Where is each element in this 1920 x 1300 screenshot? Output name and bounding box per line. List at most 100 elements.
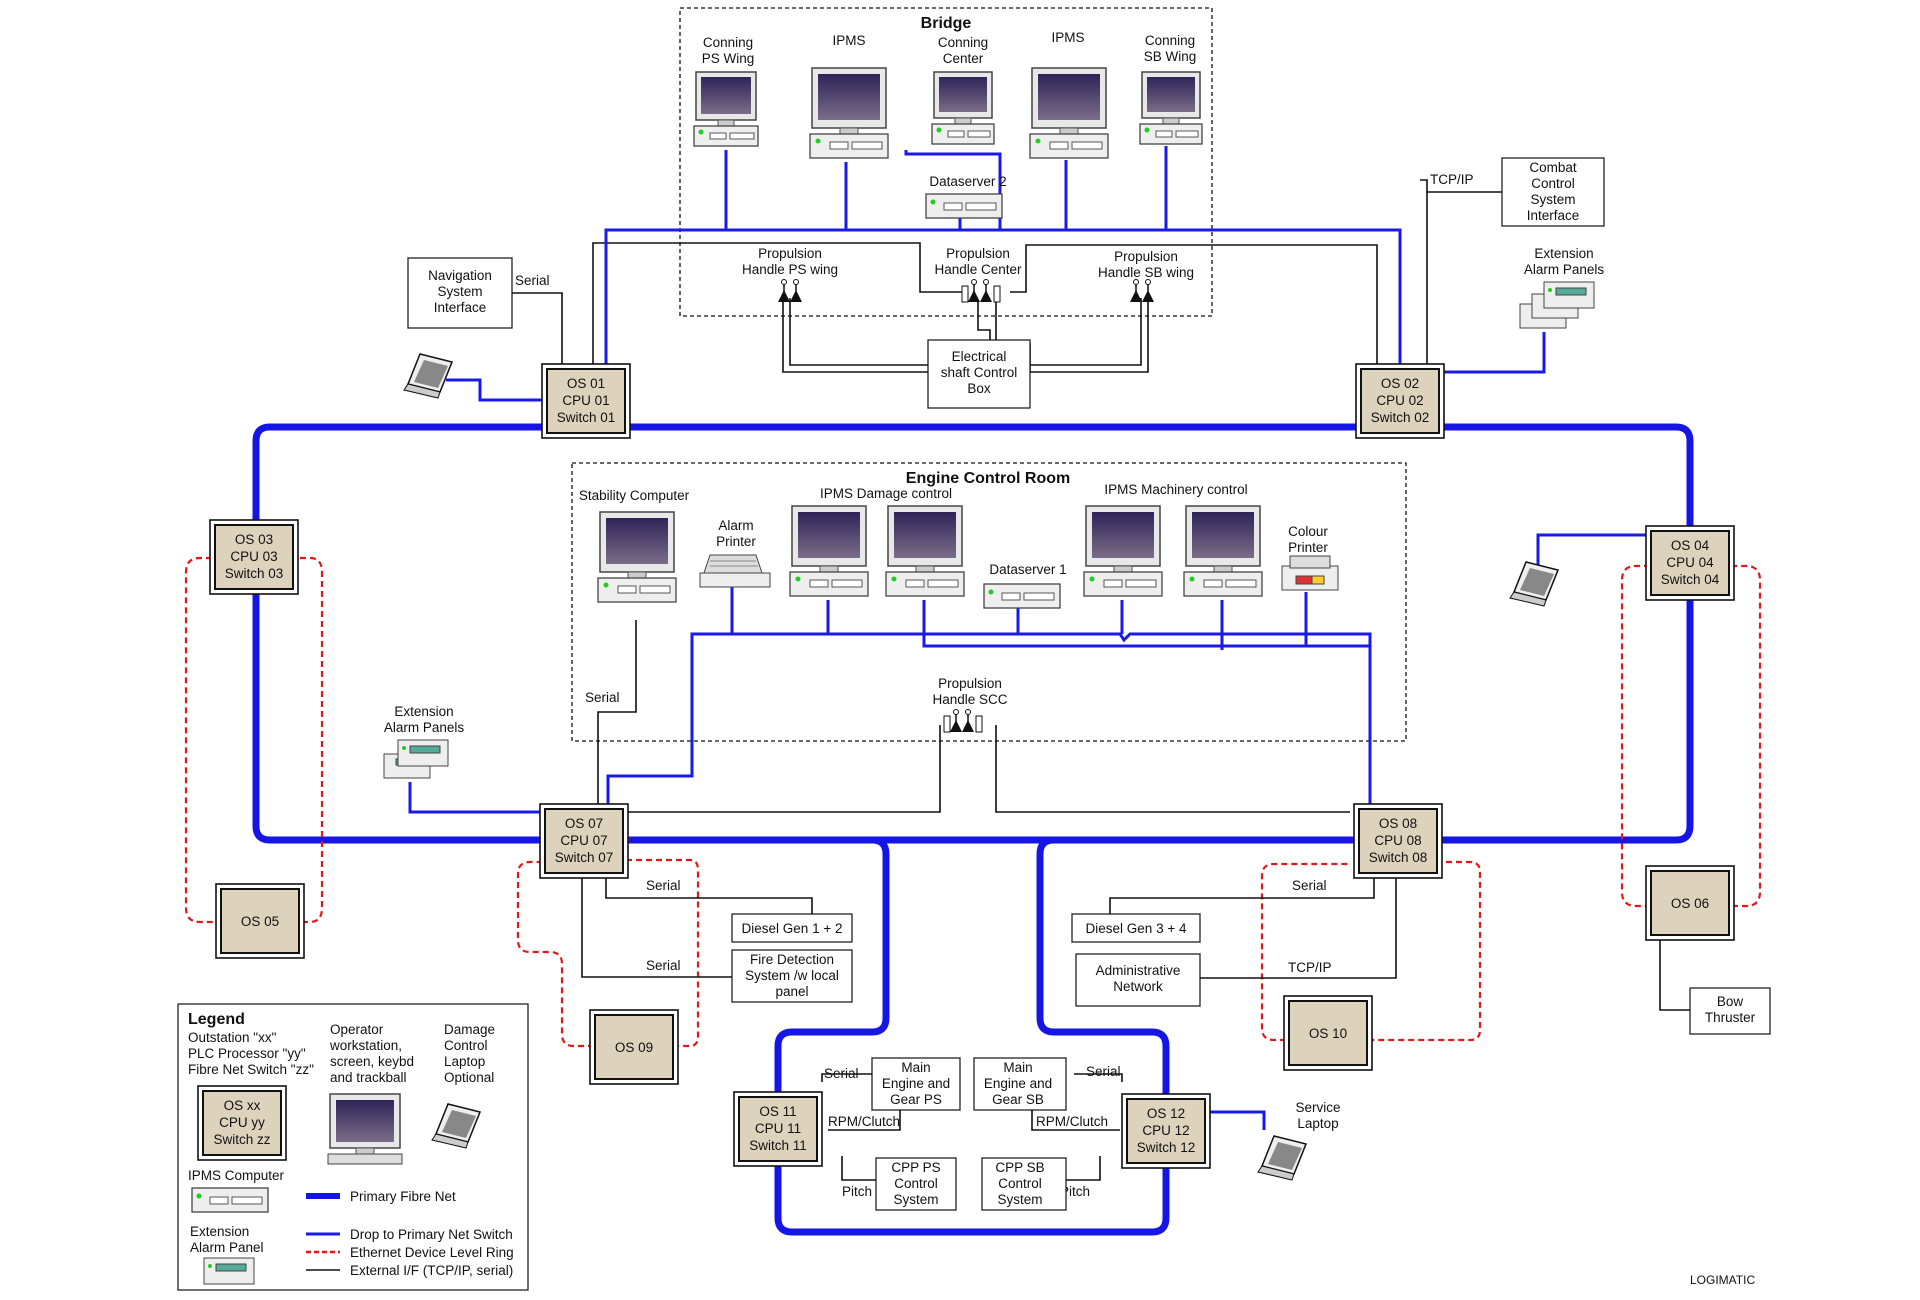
external-interface-lines: [512, 179, 1690, 1181]
external-systems: Navigation System Interface Combat Contr…: [383, 157, 1771, 1211]
svg-text:Control: Control: [444, 1038, 488, 1053]
svg-text:OS 10: OS 10: [1309, 1026, 1347, 1041]
svg-text:CPU 11: CPU 11: [755, 1121, 801, 1136]
svg-text:CPU 12: CPU 12: [1142, 1123, 1189, 1138]
svg-text:OS 11: OS 11: [759, 1104, 796, 1119]
svg-text:CPP PS: CPP PS: [891, 1160, 940, 1175]
svg-text:PLC Processor "yy": PLC Processor "yy": [188, 1046, 306, 1061]
svg-text:Diesel Gen 3 + 4: Diesel Gen 3 + 4: [1086, 921, 1187, 936]
label-alarm-printer-2: Printer: [716, 534, 756, 549]
label-prop-ps-2: Handle PS wing: [742, 262, 838, 277]
extension-alarm-panels-left-icon: [383, 739, 449, 779]
workstation-stability: [597, 511, 677, 603]
svg-text:CPU 02: CPU 02: [1376, 393, 1423, 408]
svg-text:OS 07: OS 07: [565, 816, 603, 831]
label-ext-alarm-top-2: Alarm Panels: [1524, 262, 1605, 277]
propulsion-handle-sb-icon: [1130, 279, 1154, 302]
legend-extension-panel-icon: [203, 1257, 255, 1285]
laptop-icon-os01: [403, 353, 454, 399]
os-02: OS 02 CPU 02 Switch 02: [1355, 363, 1445, 439]
label-conning-ps-1: Conning: [703, 35, 753, 50]
dataserver-2: [925, 193, 1003, 219]
workstation-conning-center: [931, 71, 995, 145]
printer-colour-icon: [1281, 555, 1339, 591]
svg-text:CPU yy: CPU yy: [219, 1115, 265, 1130]
label-ext-alarm-top-1: Extension: [1534, 246, 1593, 261]
bridge-devices: Conning PS Wing IPMS Conning Center IPMS…: [693, 30, 1203, 409]
svg-text:OS 03: OS 03: [235, 532, 273, 547]
svg-text:System: System: [1530, 192, 1575, 207]
workstation-ipms-1: [809, 67, 889, 159]
svg-text:System: System: [997, 1192, 1042, 1207]
bow-thruster: [1689, 987, 1771, 1035]
label-ipms-machinery: IPMS Machinery control: [1104, 482, 1247, 497]
svg-text:Drop to Primary Net Switch: Drop to Primary Net Switch: [350, 1227, 513, 1242]
svg-text:OS 01: OS 01: [567, 376, 605, 391]
label-colour-printer-1: Colour: [1288, 524, 1328, 539]
ring-os04-os06: [1620, 564, 1762, 908]
label-dataserver-2: Dataserver 2: [929, 174, 1006, 189]
workstation-ipms-machinery-1: [1083, 505, 1163, 597]
os-04: OS 04 CPU 04 Switch 04: [1645, 525, 1735, 601]
label-conning-center-1: Conning: [938, 35, 988, 50]
svg-text:IPMS Computer: IPMS Computer: [188, 1168, 285, 1183]
ring-os08-os10: [1260, 860, 1482, 1042]
svg-text:Primary Fibre Net: Primary Fibre Net: [350, 1189, 456, 1204]
legend-ipms-computer-icon: [191, 1187, 269, 1213]
label-service-laptop-2: Laptop: [1297, 1116, 1338, 1131]
primary-fibre-net: [252, 423, 1694, 1236]
label-tcpip-admin: TCP/IP: [1288, 960, 1332, 975]
legend: Legend Outstation "xx" PLC Processor "yy…: [177, 1003, 529, 1291]
label-prop-ps-1: Propulsion: [758, 246, 822, 261]
label-prop-sb-1: Propulsion: [1114, 249, 1178, 264]
svg-text:Switch 12: Switch 12: [1137, 1140, 1196, 1155]
propulsion-handle-ps-icon: [778, 279, 802, 302]
label-serial-nav: Serial: [515, 273, 550, 288]
diesel-gen-3-4: [1071, 913, 1201, 943]
svg-text:Outstation "xx": Outstation "xx": [188, 1030, 277, 1045]
link-labels: Serial TCP/IP Serial Serial Serial Seria…: [515, 172, 1474, 1199]
label-ipms-damage: IPMS Damage control: [820, 486, 952, 501]
ecr-zone: [571, 462, 1407, 742]
svg-text:CPU 03: CPU 03: [230, 549, 277, 564]
ring-os07-os09: [516, 858, 700, 1048]
os-03: OS 03 CPU 03 Switch 03: [209, 519, 299, 595]
svg-text:Switch 04: Switch 04: [1661, 572, 1720, 587]
label-ext-alarm-left-1: Extension: [394, 704, 453, 719]
label-serial-stability: Serial: [585, 690, 620, 705]
label-prop-center-1: Propulsion: [946, 246, 1010, 261]
svg-text:Thruster: Thruster: [1705, 1010, 1756, 1025]
svg-text:Interface: Interface: [434, 300, 487, 315]
label-dataserver-1: Dataserver 1: [989, 562, 1066, 577]
svg-text:Main: Main: [901, 1060, 930, 1075]
propulsion-handle-scc-icon: [943, 709, 983, 733]
svg-text:Extension: Extension: [190, 1224, 249, 1239]
svg-text:Navigation: Navigation: [428, 268, 492, 283]
fire-detection-system: [731, 949, 853, 1003]
workstation-ipms-damage-1: [789, 505, 869, 597]
svg-text:CPU 08: CPU 08: [1374, 833, 1421, 848]
label-conning-ps-2: PS Wing: [702, 51, 755, 66]
device-level-rings: [184, 556, 1762, 1048]
label-prop-center-2: Handle Center: [934, 262, 1022, 277]
svg-text:Ethernet Device Level Ring: Ethernet Device Level Ring: [350, 1245, 514, 1260]
svg-text:Fire Detection: Fire Detection: [750, 952, 834, 967]
brand-logo: LOGIMATIC: [1690, 1273, 1755, 1287]
bridge-title: Bridge: [921, 15, 972, 32]
svg-text:Switch 11: Switch 11: [749, 1138, 807, 1153]
ecr-devices: Stability Computer Alarm Printer IPMS Da…: [579, 482, 1339, 733]
printer-alarm-icon: [699, 554, 771, 588]
svg-text:Main: Main: [1003, 1060, 1032, 1075]
svg-text:Engine and: Engine and: [882, 1076, 950, 1091]
os-01: OS 01 CPU 01 Switch 01: [541, 363, 631, 439]
svg-text:and trackball: and trackball: [330, 1070, 407, 1085]
ecr-title: Engine Control Room: [906, 470, 1070, 487]
os-11: OS 11 CPU 11 Switch 11: [733, 1091, 823, 1167]
svg-text:OS 02: OS 02: [1381, 376, 1419, 391]
svg-text:Operator: Operator: [330, 1022, 384, 1037]
outstations: OS 01 CPU 01 Switch 01 OS 02 CPU 02 Swit…: [209, 363, 1735, 1169]
workstation-ipms-damage-2: [885, 505, 965, 597]
svg-text:Combat: Combat: [1529, 160, 1577, 175]
label-prop-sb-2: Handle SB wing: [1098, 265, 1194, 280]
